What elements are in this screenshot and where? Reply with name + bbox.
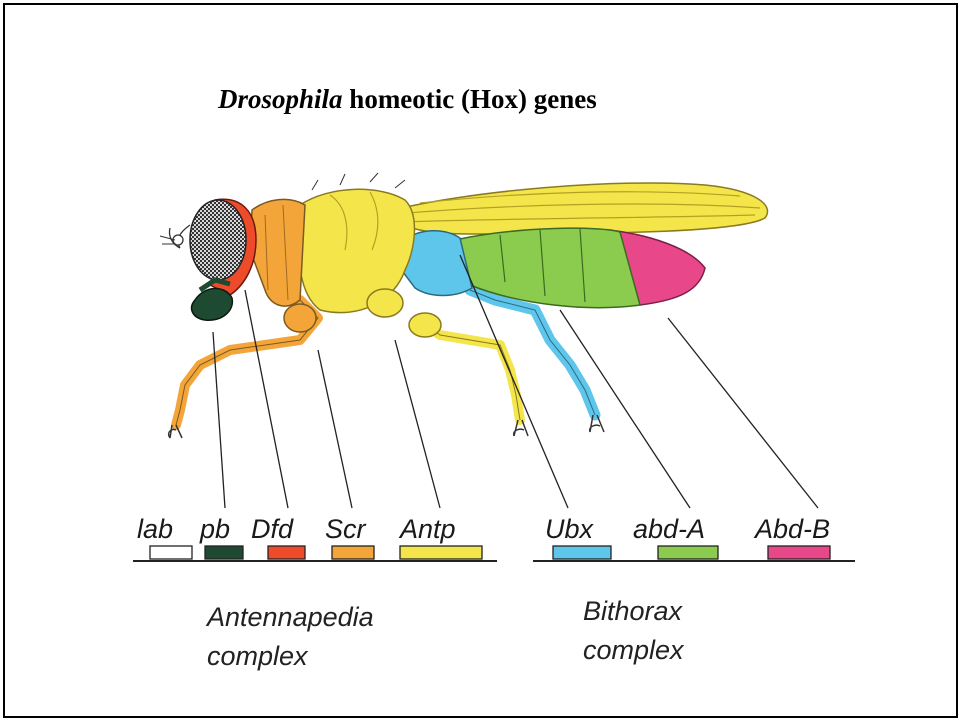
leader-scr (318, 350, 352, 508)
leader-abda (560, 310, 690, 508)
leader-pb (245, 290, 288, 508)
leader-abdb (668, 318, 818, 508)
gene-box-abda (658, 546, 718, 559)
leader-antp (395, 340, 440, 508)
gene-box-dfd (268, 546, 305, 559)
gene-label-ubx: Ubx (545, 514, 595, 544)
gene-box-abdb (768, 546, 830, 559)
bithorax-label-line1: Bithorax (583, 596, 684, 626)
gene-label-antp: Antp (398, 514, 456, 544)
antennapedia-label-line1: Antennapedia (205, 602, 374, 632)
mouthparts-pb (192, 288, 233, 320)
gene-label-abda: abd-A (633, 514, 705, 544)
gene-label-dfd: Dfd (251, 514, 294, 544)
gene-box-pb (205, 546, 243, 559)
gene-box-ubx (553, 546, 611, 559)
gene-box-scr (332, 546, 374, 559)
wing (385, 183, 768, 234)
gene-label-scr: Scr (325, 514, 367, 544)
hindleg (470, 290, 595, 415)
gene-label-pb: pb (199, 514, 230, 544)
gene-label-abdb: Abd-B (753, 514, 830, 544)
compound-eye (190, 200, 246, 280)
gene-box-lab (150, 546, 192, 559)
antennapedia-label-line2: complex (207, 641, 309, 671)
gene-label-lab: lab (137, 514, 173, 544)
bithorax-label-line2: complex (583, 635, 685, 665)
prothorax-scr (250, 199, 305, 306)
gene-box-antp (400, 546, 482, 559)
